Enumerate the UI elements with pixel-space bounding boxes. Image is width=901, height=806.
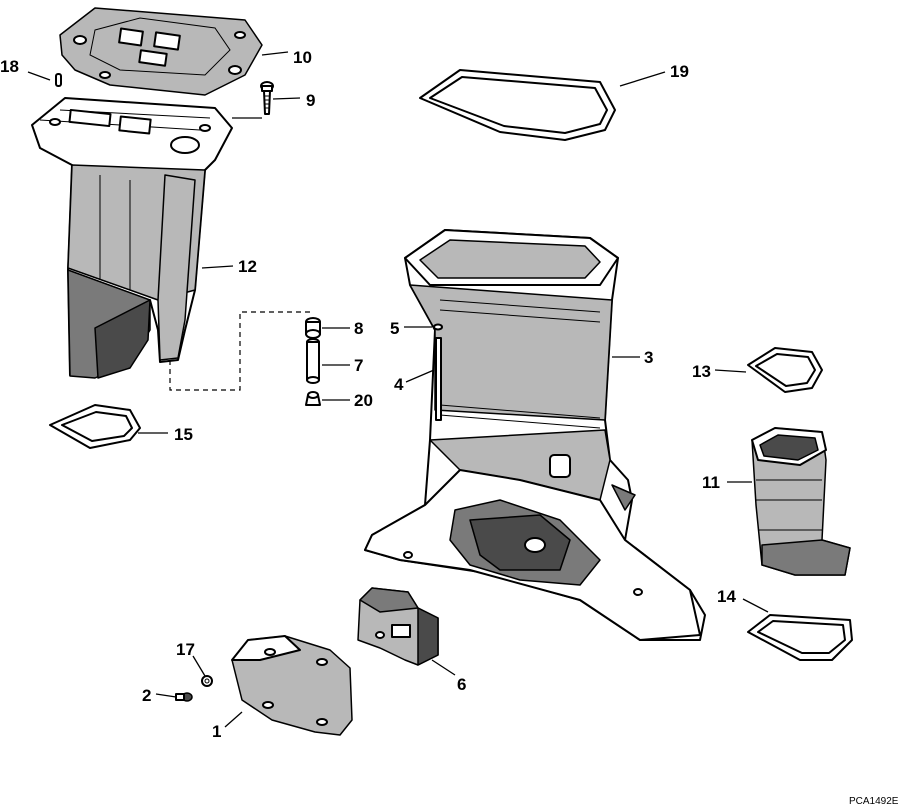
drawing-code: PCA1492E bbox=[849, 796, 899, 806]
callout-5: 5 bbox=[390, 319, 399, 338]
part-4-water-tube bbox=[435, 337, 442, 421]
callout-12: 12 bbox=[238, 257, 257, 276]
dashed-alignment-line bbox=[169, 311, 310, 391]
callout-14: 14 bbox=[717, 587, 736, 606]
callout-1: 1 bbox=[212, 722, 221, 741]
part-8-grommet bbox=[305, 317, 321, 339]
part-2-screw bbox=[175, 692, 193, 702]
callout-3: 3 bbox=[644, 348, 653, 367]
callout-2: 2 bbox=[142, 686, 151, 705]
callout-18: 18 bbox=[0, 57, 19, 76]
part-18-dowel-pin bbox=[55, 73, 62, 87]
part-12-exhaust-housing bbox=[31, 97, 233, 379]
part-14-gasket bbox=[747, 614, 853, 661]
callout-10: 10 bbox=[293, 48, 312, 67]
part-10-adapter-gasket bbox=[59, 7, 263, 96]
part-6-mount-bracket bbox=[357, 587, 439, 666]
part-3-driveshaft-housing bbox=[364, 229, 706, 641]
callout-11: 11 bbox=[702, 473, 720, 492]
part-17-washer bbox=[201, 675, 213, 687]
part-1-cover bbox=[231, 635, 353, 736]
part-20-seal bbox=[305, 391, 321, 406]
part-15-gasket bbox=[49, 404, 141, 449]
callout-13: 13 bbox=[692, 362, 711, 381]
part-13-gasket bbox=[747, 347, 823, 393]
leader-lines bbox=[27, 51, 769, 728]
part-9-screw bbox=[260, 81, 274, 115]
callout-15: 15 bbox=[174, 425, 193, 444]
part-5-grommet bbox=[433, 323, 443, 331]
callout-9: 9 bbox=[306, 91, 315, 110]
callout-19: 19 bbox=[670, 62, 689, 81]
callout-6: 6 bbox=[457, 675, 466, 694]
callout-8: 8 bbox=[354, 319, 363, 338]
part-7-water-tube bbox=[306, 338, 320, 384]
callout-17: 17 bbox=[176, 640, 195, 659]
part-11-exhaust-sleeve bbox=[751, 427, 851, 576]
callout-7: 7 bbox=[354, 356, 363, 375]
part-19-gasket-ring bbox=[419, 69, 616, 141]
callout-20: 20 bbox=[354, 391, 373, 410]
callout-4: 4 bbox=[394, 375, 404, 394]
